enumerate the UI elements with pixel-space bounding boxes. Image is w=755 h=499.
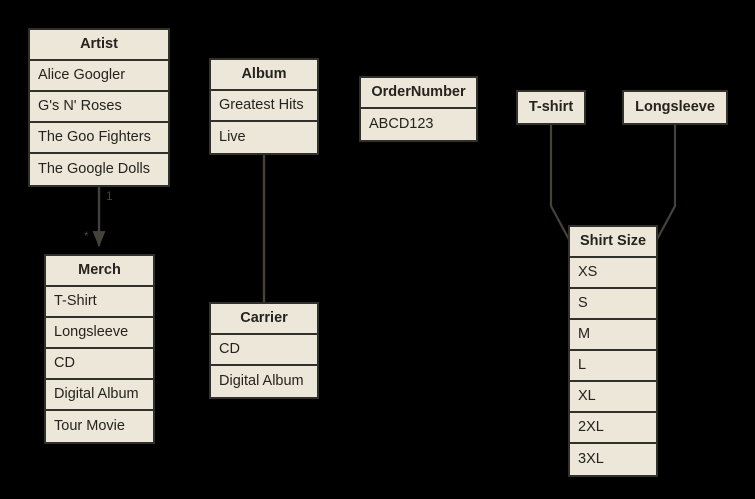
entity-row[interactable]: T-Shirt <box>46 287 153 318</box>
entity-row[interactable]: CD <box>211 335 317 366</box>
entity-row[interactable]: L <box>570 351 656 382</box>
entity-row[interactable]: M <box>570 320 656 351</box>
entity-header-artist: Artist <box>30 30 168 61</box>
entity-row[interactable]: Digital Album <box>46 380 153 411</box>
entity-row[interactable]: The Google Dolls <box>30 154 168 185</box>
edge-label-source-artist-to-merch: 1 <box>106 189 113 203</box>
entity-header-tshirt: T-shirt <box>518 92 584 123</box>
entity-row[interactable]: XS <box>570 258 656 289</box>
entity-header-longsleeve: Longsleeve <box>624 92 726 123</box>
entity-header-ordernumber: OrderNumber <box>361 78 476 109</box>
entity-row[interactable]: Alice Googler <box>30 61 168 92</box>
entity-row[interactable]: ABCD123 <box>361 109 476 140</box>
edge-label-target-artist-to-merch: * <box>84 229 89 243</box>
entity-row[interactable]: 2XL <box>570 413 656 444</box>
entity-header-shirtsize: Shirt Size <box>570 227 656 258</box>
entity-row[interactable]: Live <box>211 122 317 153</box>
entity-row[interactable]: CD <box>46 349 153 380</box>
entity-row[interactable]: Longsleeve <box>46 318 153 349</box>
entity-row[interactable]: 3XL <box>570 444 656 475</box>
entity-row[interactable]: Greatest Hits <box>211 91 317 122</box>
entity-header-carrier: Carrier <box>211 304 317 335</box>
entity-header-merch: Merch <box>46 256 153 287</box>
entity-row[interactable]: G's N' Roses <box>30 92 168 123</box>
entity-header-album: Album <box>211 60 317 91</box>
entity-row[interactable]: Tour Movie <box>46 411 153 442</box>
entity-row[interactable]: The Goo Fighters <box>30 123 168 154</box>
entity-row[interactable]: Digital Album <box>211 366 317 397</box>
entity-longsleeve[interactable]: Longsleeve <box>622 90 728 125</box>
entity-row[interactable]: XL <box>570 382 656 413</box>
entity-tshirt[interactable]: T-shirt <box>516 90 586 125</box>
entity-row[interactable]: S <box>570 289 656 320</box>
